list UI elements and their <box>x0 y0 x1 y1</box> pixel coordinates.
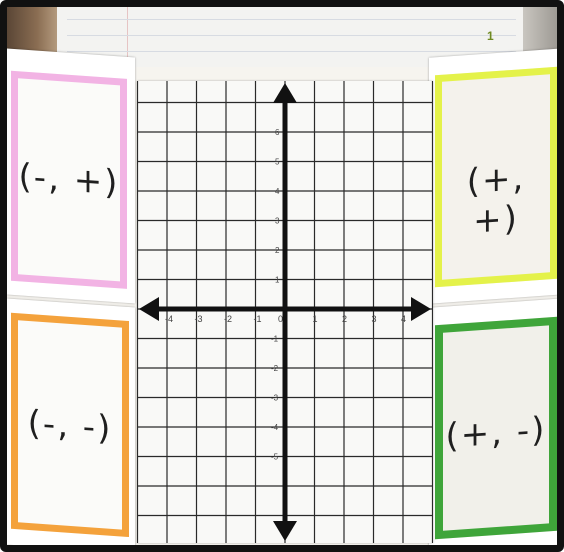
x-tick-label: -2 <box>224 314 232 324</box>
y-tick-label: 5 <box>275 158 280 167</box>
ruled-line <box>67 35 516 36</box>
quadrant-card-bottom-right: (+, -) <box>435 317 557 540</box>
x-tick-label: -4 <box>165 314 173 324</box>
quadrant-label-bottom-left: (-, -) <box>18 402 122 449</box>
quadrant-card-bottom-left: (-, -) <box>11 313 129 537</box>
quadrant-card-top-right: (+, +) <box>435 67 557 288</box>
y-tick-label: 6 <box>275 128 280 137</box>
quadrant-label-bottom-right: (+, -) <box>443 409 549 456</box>
x-tick-label: 3 <box>372 314 377 324</box>
y-axis-arrow-up <box>273 83 297 103</box>
x-tick-label: 1 <box>313 314 318 324</box>
y-tick-label: -3 <box>271 394 279 403</box>
coordinate-plane: -4 -3 -2 -1 0 1 2 3 4 6 5 4 3 2 1 -1 -2 -3 -4 -5 <box>137 81 433 543</box>
coordinate-grid: -4 -3 -2 -1 0 1 2 3 4 6 5 4 3 2 1 -1 -2 -3 -4 -5 <box>137 81 433 543</box>
y-tick-label: 3 <box>275 217 280 226</box>
x-axis-arrow-right <box>411 297 431 321</box>
flap-top-right: (+, +) <box>429 48 564 303</box>
page-mark: 1 <box>487 29 494 43</box>
ruled-line <box>67 51 516 52</box>
x-tick-label: 0 <box>278 314 283 324</box>
flap-bottom-left: (-, -) <box>7 299 135 552</box>
y-tick-label: 4 <box>275 187 280 196</box>
y-tick-label: 1 <box>275 276 280 285</box>
x-tick-label: 2 <box>342 314 347 324</box>
y-tick-label: -1 <box>271 335 279 344</box>
quadrant-label-top-right: (+, +) <box>442 156 550 244</box>
x-axis-arrow-left <box>139 297 159 321</box>
quadrant-card-top-left: (-, +) <box>11 71 127 289</box>
x-tick-label: 4 <box>401 314 406 324</box>
y-axis-arrow-down <box>273 521 297 541</box>
y-tick-label: -4 <box>271 423 279 432</box>
ruled-line <box>67 19 516 20</box>
y-tick-label: -5 <box>271 453 279 462</box>
flap-top-left: (-, +) <box>7 49 135 304</box>
y-tick-label: 2 <box>275 246 280 255</box>
axes <box>139 83 431 541</box>
flap-bottom-right: (+, -) <box>429 298 564 552</box>
y-tick-label: -2 <box>271 364 279 373</box>
y-axis-tick-labels: 6 5 4 3 2 1 -1 -2 -3 -4 -5 <box>271 128 280 462</box>
quadrant-label-top-left: (-, +) <box>18 156 120 203</box>
x-tick-label: -1 <box>254 314 262 324</box>
x-tick-label: -3 <box>195 314 203 324</box>
